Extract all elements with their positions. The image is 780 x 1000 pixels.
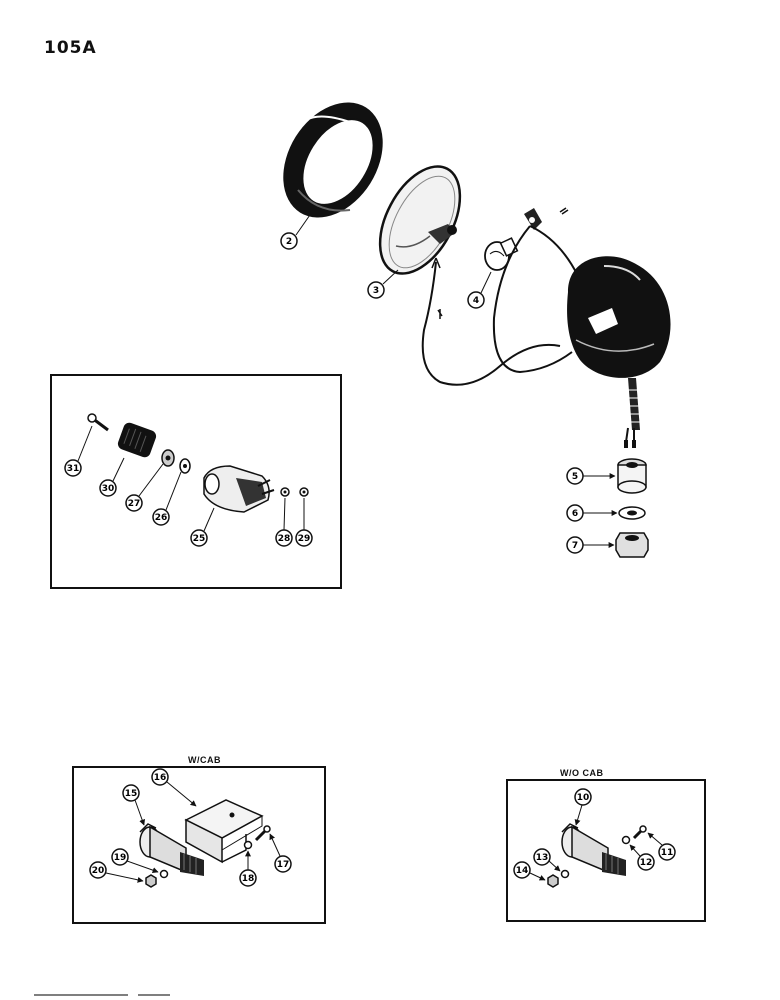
callout-10: 10 — [574, 788, 592, 826]
svg-text:10: 10 — [577, 793, 590, 803]
cab-lockwasher — [243, 840, 253, 850]
switch-nut — [161, 449, 175, 467]
nocab-lockwasher — [621, 835, 631, 845]
callout-6: 6 — [566, 504, 618, 522]
callout-12: 12 — [629, 844, 655, 871]
svg-text:12: 12 — [640, 858, 653, 868]
svg-text:16: 16 — [154, 773, 167, 783]
nocab-nut — [547, 874, 559, 888]
lamp-lens-plate — [378, 165, 462, 275]
cab-nut — [145, 874, 157, 888]
svg-text:14: 14 — [516, 866, 529, 876]
svg-text:26: 26 — [155, 513, 168, 523]
flat-washer — [618, 506, 646, 520]
svg-text:28: 28 — [278, 534, 291, 544]
set-screw — [87, 413, 109, 432]
svg-text:6: 6 — [572, 509, 578, 519]
svg-text:5: 5 — [572, 472, 578, 482]
nocab-washer — [560, 869, 570, 879]
callout-26: 26 — [152, 471, 182, 526]
svg-text:13: 13 — [536, 853, 549, 863]
callout-2: 2 — [280, 211, 313, 250]
svg-text:19: 19 — [114, 853, 127, 863]
svg-text:30: 30 — [102, 484, 115, 494]
callout-30: 30 — [99, 457, 125, 497]
lamp-housing — [567, 256, 671, 448]
callout-18: 18 — [239, 850, 257, 887]
nocab-bolt — [632, 825, 647, 840]
callout-20: 20 — [89, 861, 144, 883]
lamp-wiring — [421, 225, 579, 386]
svg-text:27: 27 — [128, 499, 141, 509]
spacer-bushing — [617, 458, 647, 494]
callout-25: 25 — [190, 507, 215, 547]
svg-text:7: 7 — [572, 541, 578, 551]
svg-text:17: 17 — [277, 860, 290, 870]
with-cab-panel-frame — [72, 766, 326, 924]
callout-17: 17 — [269, 833, 292, 873]
svg-text:25: 25 — [193, 534, 206, 544]
callout-15: 15 — [122, 784, 145, 826]
svg-text:11: 11 — [661, 848, 674, 858]
callout-31: 31 — [64, 425, 93, 477]
svg-text:31: 31 — [67, 464, 80, 474]
cab-washer — [159, 869, 169, 879]
callout-28: 28 — [275, 497, 293, 547]
callout-11: 11 — [647, 832, 676, 861]
svg-text:29: 29 — [298, 534, 311, 544]
power-outlet-cab — [139, 823, 204, 876]
callout-5: 5 — [566, 467, 616, 485]
without-cab-panel-frame — [506, 779, 706, 922]
switch-washer — [179, 458, 191, 474]
lamp-rim-ring — [283, 102, 383, 218]
power-outlet-nocab — [561, 823, 626, 876]
callout-19: 19 — [111, 848, 159, 874]
svg-text:4: 4 — [473, 296, 479, 306]
callout-3: 3 — [367, 269, 399, 299]
svg-text:20: 20 — [92, 866, 105, 876]
callout-27: 27 — [125, 463, 164, 512]
svg-text:3: 3 — [373, 286, 379, 296]
callout-4: 4 — [467, 271, 492, 309]
cab-bolt — [254, 825, 271, 842]
hex-nut — [615, 532, 649, 558]
page-number: 105A — [44, 38, 97, 58]
without-cab-title: W/O CAB — [560, 768, 604, 778]
callout-29: 29 — [295, 498, 313, 547]
svg-text:15: 15 — [125, 789, 138, 799]
switch-panel-frame — [50, 374, 342, 589]
callout-7: 7 — [566, 536, 615, 554]
bulb-socket — [437, 207, 569, 319]
terminal-washer — [299, 487, 309, 497]
light-switch — [203, 465, 275, 513]
callout-16: 16 — [151, 768, 197, 807]
with-cab-title: W/CAB — [188, 755, 221, 765]
mounting-bracket — [184, 799, 264, 864]
svg-text:2: 2 — [286, 237, 292, 247]
callout-13: 13 — [533, 848, 561, 872]
terminal-nut — [280, 487, 290, 497]
callout-14: 14 — [513, 861, 546, 881]
switch-knob — [117, 422, 157, 458]
svg-text:18: 18 — [242, 874, 255, 884]
